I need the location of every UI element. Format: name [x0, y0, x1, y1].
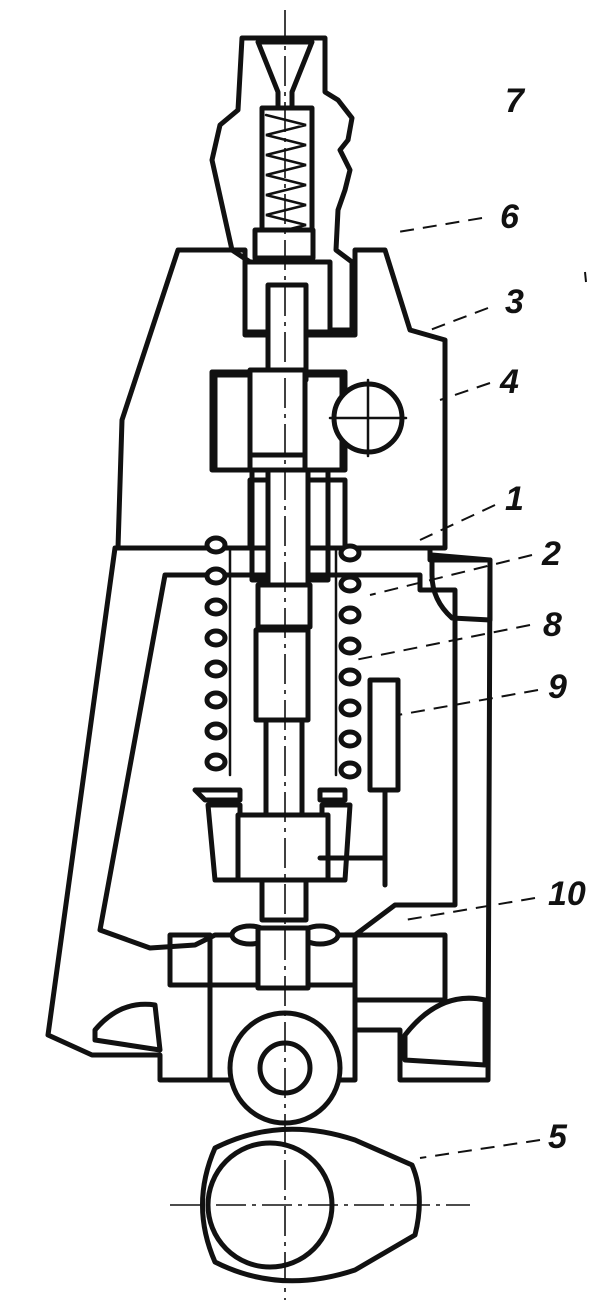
callout-8: 8	[543, 606, 562, 644]
spring-coil-left	[204, 659, 228, 679]
delivery-valve	[242, 259, 333, 383]
right-lug	[429, 552, 493, 623]
spring-coil-right	[338, 636, 362, 656]
control-sleeve	[192, 787, 353, 883]
callout-3: 3	[505, 283, 524, 321]
spring-coil-left	[204, 752, 228, 772]
stop-screw-ball	[328, 378, 408, 458]
plunger-barrel	[212, 367, 345, 583]
delivery-valve-spring	[252, 113, 316, 261]
callout-10: 10	[548, 875, 586, 913]
leader-lines	[354, 217, 587, 1159]
callout-9: 9	[548, 668, 567, 706]
callout-2: 2	[541, 535, 561, 573]
spring-coil-right	[338, 760, 362, 780]
spring-coil-right	[338, 605, 362, 625]
plunger-spring	[204, 535, 362, 780]
spring-coil-right	[338, 667, 362, 687]
callout-7: 7	[505, 82, 526, 120]
control-rod-pin	[317, 677, 401, 888]
spring-coil-left	[204, 690, 228, 710]
spring-coil-right	[338, 698, 362, 718]
spring-coil-left	[204, 535, 228, 555]
callout-4: 4	[499, 363, 519, 401]
callout-1: 1	[505, 480, 524, 518]
callout-6: 6	[500, 198, 520, 236]
spring-coil-left	[204, 566, 228, 586]
spring-coil-left	[204, 628, 228, 648]
spring-coil-right	[338, 729, 362, 749]
spring-coil-left	[204, 597, 228, 617]
callout-5: 5	[548, 1118, 568, 1156]
spring-coil-right	[338, 574, 362, 594]
spring-coil-right	[338, 543, 362, 563]
spring-coil-left	[204, 721, 228, 741]
